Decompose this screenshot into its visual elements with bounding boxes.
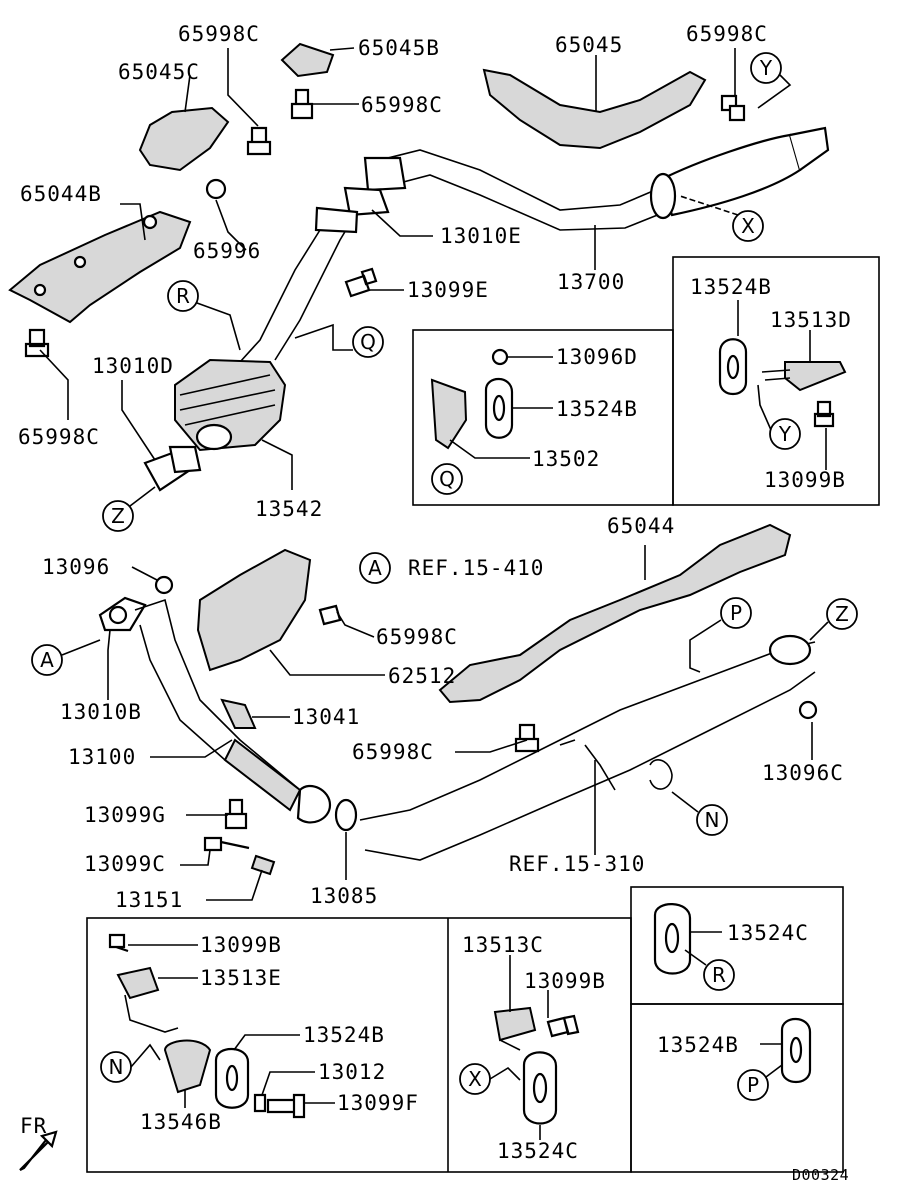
callout-a-left: A [31, 639, 101, 676]
label-65044: 65044 [607, 514, 675, 538]
svg-text:R: R [176, 284, 190, 308]
label-13012: 13012 [318, 1060, 386, 1084]
label-65045b: 65045B [358, 36, 440, 60]
label-13524b-b: 13524B [690, 275, 772, 299]
leader-lines [39, 47, 827, 1140]
label-13099b-c: 13099B [524, 969, 606, 993]
label-13513d: 13513D [770, 308, 852, 332]
label-13099b-a: 13099B [764, 468, 846, 492]
diagram-code: D00324 [792, 1166, 849, 1184]
callout-q-box: Q [431, 463, 463, 495]
callout-y-top: Y [750, 52, 792, 109]
callout-z-top: Z [102, 486, 156, 532]
callout-bubbles: Y X R Q Z Q Y [31, 52, 858, 1101]
label-13096: 13096 [42, 555, 110, 579]
label-13099c: 13099C [84, 852, 166, 876]
label-65998c-c: 65998C [18, 425, 100, 449]
svg-text:A: A [40, 648, 54, 672]
detail-boxes [86, 256, 880, 1173]
label-13524c-b: 13524C [497, 1139, 579, 1163]
label-ref-15-310: REF.15-310 [509, 852, 645, 876]
label-65998c-f: 65998C [352, 740, 434, 764]
svg-text:N: N [705, 808, 720, 832]
callout-p-box: P [737, 1064, 783, 1101]
label-65998c-e: 65998C [376, 625, 458, 649]
svg-text:P: P [747, 1073, 759, 1097]
svg-text:Y: Y [778, 422, 792, 446]
label-65998c-top: 65998C [178, 22, 260, 46]
svg-text:N: N [109, 1055, 124, 1079]
label-65045: 65045 [555, 33, 623, 57]
label-13085: 13085 [310, 884, 378, 908]
label-13524b-d: 13524B [657, 1033, 739, 1057]
label-front-direction: FR [20, 1114, 47, 1138]
svg-text:R: R [712, 963, 726, 987]
label-65045c: 65045C [118, 60, 200, 84]
part-drawings [8, 42, 847, 1171]
callout-r-box: R [684, 949, 735, 991]
svg-text:Z: Z [835, 602, 849, 626]
label-13513e: 13513E [200, 966, 282, 990]
svg-text:A: A [368, 556, 382, 580]
label-65044b: 65044B [20, 182, 102, 206]
svg-text:X: X [468, 1067, 482, 1091]
label-13513c: 13513C [462, 933, 544, 957]
label-13010b: 13010B [60, 700, 142, 724]
svg-text:Z: Z [111, 504, 125, 528]
label-13700: 13700 [557, 270, 625, 294]
svg-text:P: P [730, 601, 742, 625]
label-13099f: 13099F [337, 1091, 419, 1115]
label-ref-15-410: REF.15-410 [408, 556, 544, 580]
callout-x-box: X [459, 1063, 521, 1095]
label-13099g: 13099G [84, 803, 166, 827]
svg-text:Q: Q [360, 330, 376, 354]
label-13524c-a: 13524C [727, 921, 809, 945]
label-13524b-a: 13524B [556, 397, 638, 421]
callout-y-box: Y [757, 384, 801, 450]
label-65998c-b: 65998C [361, 93, 443, 117]
label-13099e: 13099E [407, 278, 489, 302]
label-13096c: 13096C [762, 761, 844, 785]
part-number-labels: 65998C 65045B 65045C 65998C 65044B 65996… [18, 22, 852, 1184]
label-62512: 62512 [388, 664, 456, 688]
label-13099b-b: 13099B [200, 933, 282, 957]
svg-text:Y: Y [759, 56, 773, 80]
svg-text:X: X [741, 214, 755, 238]
label-13546b: 13546B [140, 1110, 222, 1134]
label-13524b-c: 13524B [303, 1023, 385, 1047]
label-13502: 13502 [532, 447, 600, 471]
label-13096d: 13096D [556, 345, 638, 369]
callout-z-main: Z [809, 598, 858, 641]
callout-q-top: Q [294, 323, 384, 358]
callout-n-main: N [671, 791, 728, 836]
svg-text:Q: Q [439, 467, 455, 491]
label-13010e: 13010E [440, 224, 522, 248]
callout-a-ref: A [359, 552, 391, 584]
callout-p-main: P [689, 597, 752, 673]
label-13041: 13041 [292, 705, 360, 729]
label-13151: 13151 [115, 888, 183, 912]
callout-x-top: X [679, 195, 764, 242]
callout-r-top: R [167, 280, 241, 351]
label-13542: 13542 [255, 497, 323, 521]
label-65996: 65996 [193, 239, 261, 263]
label-65998c-d: 65998C [686, 22, 768, 46]
label-13100: 13100 [68, 745, 136, 769]
label-13010d: 13010D [92, 354, 174, 378]
callout-n-box: N [100, 1043, 161, 1083]
